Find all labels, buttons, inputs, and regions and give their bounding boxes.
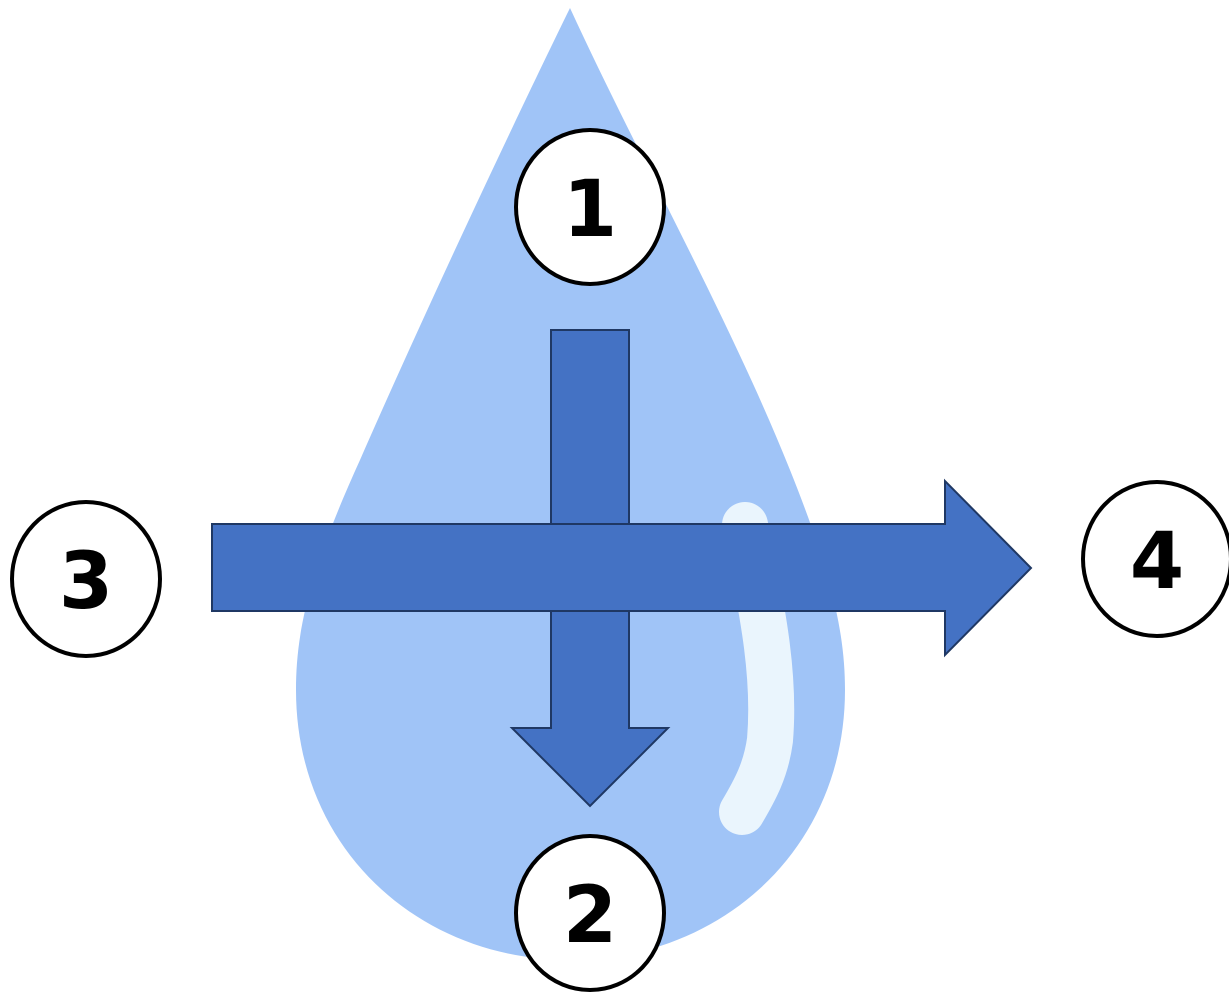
label-text-4: 4 xyxy=(1130,517,1184,607)
label-text-2: 2 xyxy=(563,871,617,961)
step-label-1: 1 xyxy=(514,128,666,286)
label-text-3: 3 xyxy=(59,537,113,627)
label-circle-3 xyxy=(10,500,162,658)
step-label-2: 2 xyxy=(514,834,666,992)
step-label-4: 4 xyxy=(1081,480,1229,638)
label-text-1: 1 xyxy=(563,165,617,255)
label-circle-1 xyxy=(514,128,666,286)
label-circle-4 xyxy=(1081,480,1229,638)
label-circle-2 xyxy=(514,834,666,992)
arrow-right-icon xyxy=(211,478,1033,658)
step-label-3: 3 xyxy=(10,500,162,658)
